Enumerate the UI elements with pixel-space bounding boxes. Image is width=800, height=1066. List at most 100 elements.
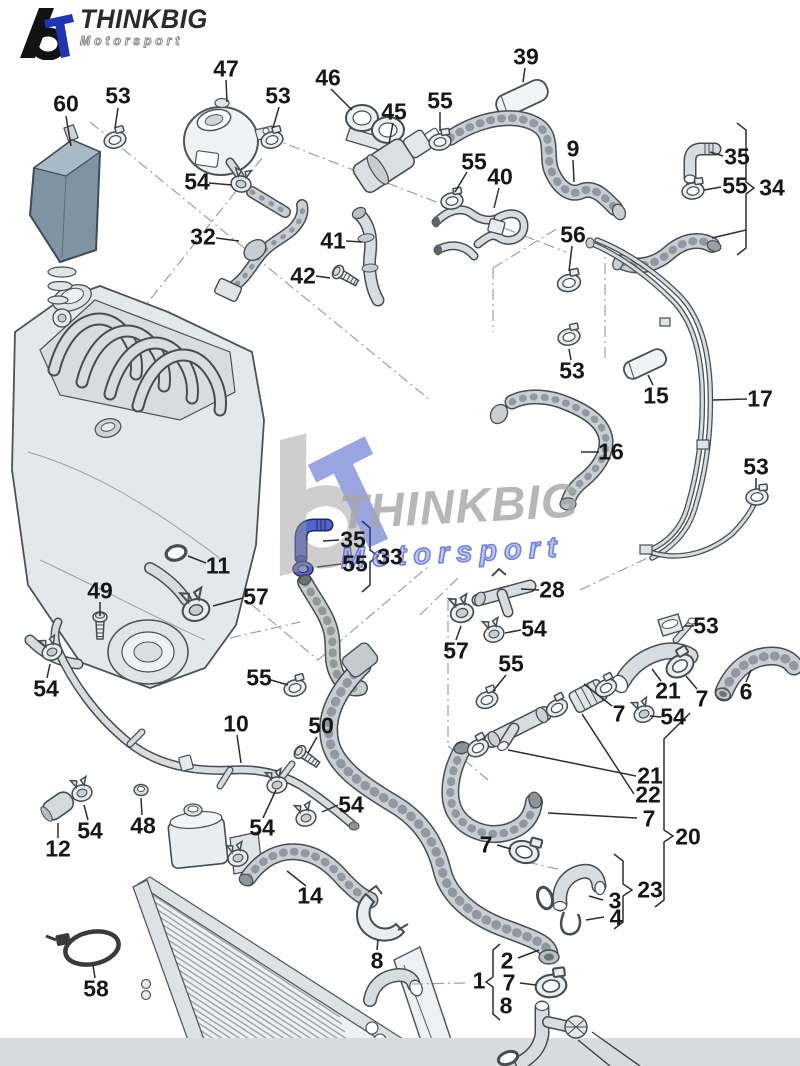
part-label-54-b: 54 bbox=[521, 615, 547, 642]
pipes-17 bbox=[585, 237, 759, 561]
part-label-54-f: 54 bbox=[249, 814, 275, 841]
part-label-11: 11 bbox=[205, 552, 231, 579]
part-label-35-a: 35 bbox=[724, 143, 750, 170]
hose-holder-8 bbox=[356, 884, 409, 942]
part-label-55-b: 55 bbox=[461, 148, 487, 175]
logo-sub-text: Motorsport bbox=[80, 33, 184, 48]
hose-assembly-40 bbox=[431, 205, 529, 261]
part-label-55-a: 55 bbox=[427, 87, 453, 114]
part-label-45: 45 bbox=[381, 98, 407, 125]
part-label-32: 32 bbox=[190, 223, 216, 250]
elbow-3-group bbox=[536, 863, 607, 936]
part-label-60: 60 bbox=[53, 90, 79, 117]
part-label-33: 33 bbox=[377, 543, 403, 570]
part-label-4: 4 bbox=[609, 904, 623, 931]
auxiliary-water-pump bbox=[352, 127, 440, 194]
hose-2 bbox=[319, 642, 560, 965]
part-label-48: 48 bbox=[130, 812, 156, 839]
part-label-40: 40 bbox=[487, 163, 513, 190]
part-label-8-b: 8 bbox=[499, 992, 513, 1019]
part-label-54-c: 54 bbox=[33, 675, 59, 702]
o-ring-11 bbox=[164, 544, 188, 562]
part-label-50: 50 bbox=[308, 712, 334, 739]
part-label-35-b: 35 bbox=[340, 526, 366, 553]
part-label-2: 2 bbox=[500, 947, 514, 974]
part-label-7-b: 7 bbox=[612, 700, 626, 727]
engine bbox=[11, 284, 265, 689]
part-label-54-d: 54 bbox=[660, 703, 686, 730]
part-label-7-c: 7 bbox=[642, 805, 656, 832]
part-label-55-e: 55 bbox=[498, 650, 524, 677]
hose-6 bbox=[714, 646, 800, 702]
part-label-20: 20 bbox=[675, 823, 701, 850]
logo-brand-text: THINKBIG bbox=[80, 4, 208, 34]
part-label-15: 15 bbox=[643, 382, 669, 409]
part-label-53-a: 53 bbox=[105, 82, 131, 109]
logo-monogram-icon bbox=[20, 8, 74, 60]
small-reservoir bbox=[167, 803, 263, 875]
part-label-58: 58 bbox=[83, 975, 109, 1002]
part-label-53-b: 53 bbox=[265, 82, 291, 109]
pipe-41 bbox=[351, 206, 385, 307]
part-label-55-f: 55 bbox=[246, 664, 272, 691]
elbow-35-blue bbox=[292, 518, 334, 578]
part-label-7-d: 7 bbox=[479, 831, 493, 858]
elbow-35-top bbox=[683, 142, 722, 185]
part-label-1: 1 bbox=[472, 967, 486, 994]
bottom-band bbox=[0, 1038, 800, 1066]
hose-14 bbox=[238, 843, 379, 909]
part-label-7-e: 7 bbox=[502, 969, 516, 996]
bolt-50 bbox=[291, 742, 323, 772]
part-label-17: 17 bbox=[747, 385, 773, 412]
charcoal-canister bbox=[28, 123, 102, 328]
part-label-53-c: 53 bbox=[559, 357, 585, 384]
part-label-55-c: 55 bbox=[722, 172, 748, 199]
part-label-14: 14 bbox=[297, 882, 323, 909]
part-label-39: 39 bbox=[513, 43, 539, 70]
part-label-28: 28 bbox=[539, 576, 565, 603]
brand-logo: THINKBIG Motorsport bbox=[18, 6, 215, 60]
part-label-53-d: 53 bbox=[743, 453, 769, 480]
part-label-34: 34 bbox=[759, 174, 785, 201]
part-label-57-a: 57 bbox=[243, 583, 269, 610]
t-fitting-bottom bbox=[496, 1000, 641, 1066]
pipe-32 bbox=[214, 199, 309, 303]
part-label-46: 46 bbox=[315, 64, 341, 91]
part-label-7-a: 7 bbox=[695, 685, 709, 712]
hose-34 bbox=[612, 232, 722, 274]
part-label-41: 41 bbox=[320, 227, 346, 254]
part-label-49: 49 bbox=[87, 577, 113, 604]
pipe-10 bbox=[50, 617, 360, 831]
part-label-3: 3 bbox=[608, 887, 622, 914]
part-label-55-d: 55 bbox=[342, 550, 368, 577]
part-label-16: 16 bbox=[598, 438, 624, 465]
part-label-21-b: 21 bbox=[637, 762, 663, 789]
nut-48 bbox=[133, 783, 149, 797]
group-brackets bbox=[361, 122, 756, 1021]
hose-sleeve-15 bbox=[622, 348, 668, 380]
t-fitting-28 bbox=[471, 567, 537, 618]
part-label-47: 47 bbox=[213, 55, 239, 82]
part-label-42: 42 bbox=[290, 262, 316, 289]
hose-12 bbox=[40, 791, 75, 822]
part-label-8-a: 8 bbox=[370, 947, 384, 974]
hose-j bbox=[441, 741, 543, 843]
part-label-54-e: 54 bbox=[338, 791, 364, 818]
part-label-57-b: 57 bbox=[443, 637, 469, 664]
cable-tie-58 bbox=[45, 929, 121, 967]
part-label-9: 9 bbox=[566, 135, 580, 162]
part-label-56: 56 bbox=[560, 221, 586, 248]
part-label-54-g: 54 bbox=[77, 817, 103, 844]
part-label-54-a: 54 bbox=[184, 168, 210, 195]
part-label-12: 12 bbox=[45, 835, 71, 862]
part-label-22: 22 bbox=[635, 781, 661, 808]
part-label-23: 23 bbox=[637, 876, 663, 903]
hose-9 bbox=[442, 110, 627, 221]
part-label-53-e: 53 bbox=[693, 612, 719, 639]
watermark-monogram bbox=[279, 433, 389, 577]
leader-lines bbox=[46, 67, 757, 986]
connector-chain-20 bbox=[484, 613, 699, 751]
hose-16 bbox=[489, 389, 614, 511]
